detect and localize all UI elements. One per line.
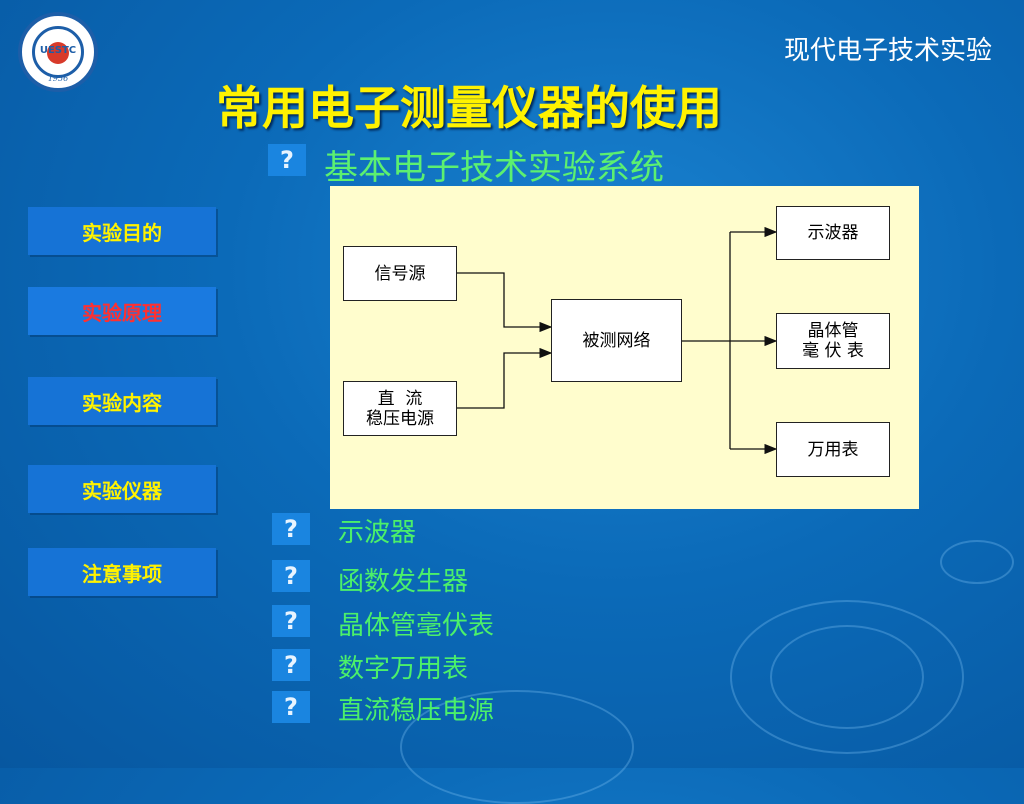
instrument-link-digital-multimeter[interactable]: 数字万用表: [338, 654, 469, 684]
nav-item-principle[interactable]: 实验原理: [28, 287, 216, 335]
node-label: 万用表: [807, 439, 859, 460]
instrument-link-function-generator[interactable]: 函数发生器: [338, 567, 469, 597]
nav-item-purpose[interactable]: 实验目的: [28, 207, 216, 255]
node-oscilloscope: 示波器: [776, 206, 890, 260]
nav-item-label: 实验内容: [82, 390, 162, 415]
connector-line: [457, 272, 553, 333]
connector-line: [457, 347, 553, 409]
nav-item-notes[interactable]: 注意事项: [28, 548, 216, 596]
logo-core: [47, 42, 69, 64]
logo-year: 1956: [47, 74, 69, 83]
question-mark-icon: ?: [272, 691, 310, 723]
node-dc-power-supply: 直 流 稳压电源: [343, 381, 457, 436]
nav-item-label: 实验原理: [82, 300, 162, 325]
node-label: 信号源: [374, 263, 426, 284]
question-mark-icon: ?: [268, 144, 306, 176]
system-block-diagram: 信号源 直 流 稳压电源 被测网络 示波器 晶体管 毫 伏 表 万用表: [330, 186, 919, 509]
node-millivoltmeter: 晶体管 毫 伏 表: [776, 313, 890, 369]
ripple-decoration: [730, 600, 964, 754]
question-mark-icon: ?: [272, 560, 310, 592]
node-multimeter: 万用表: [776, 422, 890, 477]
nav-item-instruments[interactable]: 实验仪器: [28, 465, 216, 513]
node-label: 毫 伏 表: [802, 341, 864, 361]
ripple-decoration: [940, 540, 1014, 584]
instrument-link-oscilloscope[interactable]: 示波器: [338, 518, 417, 548]
university-logo: UESTC 1956: [18, 12, 98, 92]
question-mark-icon: ?: [272, 605, 310, 637]
nav-item-label: 实验目的: [82, 220, 162, 245]
diagram-connections: [457, 226, 778, 455]
instrument-link-dc-power-supply[interactable]: 直流稳压电源: [338, 696, 495, 726]
node-label: 被测网络: [582, 330, 651, 351]
logo-text: UESTC: [39, 45, 77, 56]
nav-item-label: 实验仪器: [82, 478, 162, 503]
node-label: 直 流: [377, 388, 423, 409]
course-title: 现代电子技术实验: [783, 36, 992, 66]
ripple-decoration: [770, 625, 924, 729]
section-subtitle[interactable]: 基本电子技术实验系统: [324, 148, 664, 188]
page-title: 常用电子测量仪器的使用: [216, 81, 722, 135]
question-mark-icon: ?: [272, 513, 310, 545]
node-signal-source: 信号源: [343, 246, 457, 301]
nav-item-label: 注意事项: [82, 561, 162, 586]
node-label: 稳压电源: [366, 408, 434, 429]
node-label: 晶体管: [807, 321, 859, 341]
logo-ring: [32, 26, 84, 78]
node-label: 示波器: [807, 223, 859, 243]
node-network-under-test: 被测网络: [551, 299, 682, 382]
instrument-link-millivoltmeter[interactable]: 晶体管毫伏表: [338, 611, 495, 641]
nav-item-content[interactable]: 实验内容: [28, 377, 216, 425]
question-mark-icon: ?: [272, 649, 310, 681]
